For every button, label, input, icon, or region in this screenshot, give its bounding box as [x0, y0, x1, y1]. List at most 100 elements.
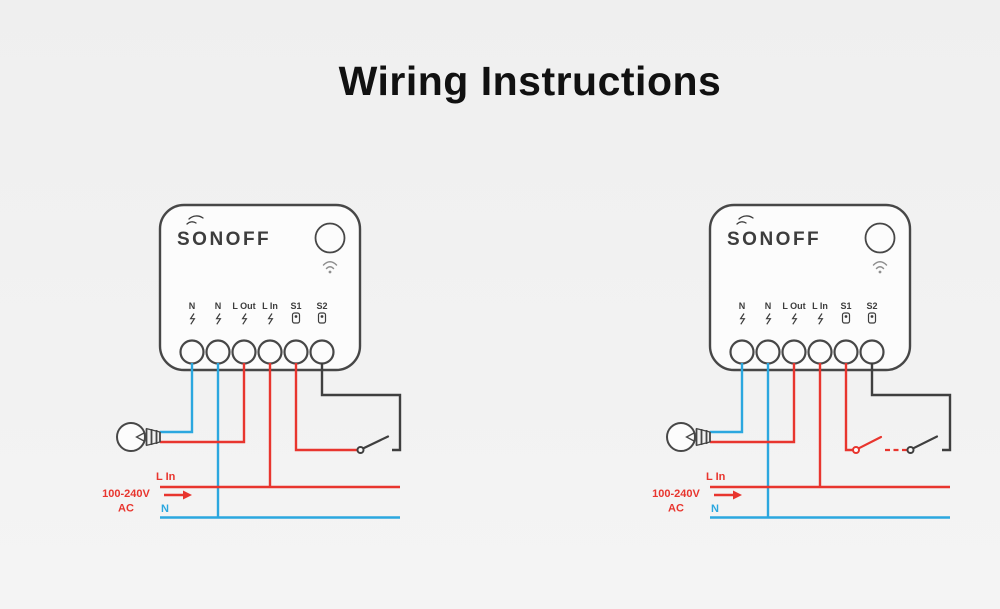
wall-switch — [356, 435, 390, 454]
bulb-base — [145, 428, 161, 446]
device-body — [158, 203, 362, 372]
light-bulb — [116, 422, 161, 452]
wire-s1-to-switch — [844, 363, 853, 452]
brand-logo: SONOFF — [177, 215, 271, 250]
wire-s1-to-switch — [294, 363, 357, 452]
neutral-label: N — [161, 503, 169, 515]
light-bulb — [666, 422, 711, 452]
dry-contact-dot — [294, 315, 298, 318]
terminal-hole — [309, 339, 335, 365]
logo-wave-icon — [188, 215, 204, 220]
terminal-hole — [257, 339, 283, 365]
logo-wave-icon — [186, 221, 197, 225]
terminal-hole — [729, 339, 755, 365]
terminal-hole — [231, 339, 257, 365]
dry-contact-dot — [320, 315, 324, 318]
terminal-holes — [729, 339, 885, 365]
wire-neutral-to-lamp — [710, 363, 744, 434]
terminal-hole — [833, 339, 859, 365]
dry-contact-icon — [291, 312, 301, 324]
lightning-icon — [739, 313, 746, 325]
dry-contact-icon — [841, 312, 851, 324]
live-line-label: L In — [156, 471, 176, 483]
switch-pivot — [356, 446, 365, 454]
terminal-label-s2: S2 — [316, 301, 327, 311]
wires — [710, 363, 952, 518]
dry-contact-icon — [317, 312, 327, 324]
power-source: L In 100-240V AC N — [102, 471, 400, 519]
dry-contact-icon — [867, 312, 877, 324]
lightning-icon — [791, 313, 798, 325]
terminal-holes — [179, 339, 335, 365]
wire-neutral-to-lamp — [160, 363, 194, 434]
wire-lout-to-lamp — [710, 363, 796, 444]
wall-switch-2 — [906, 435, 939, 454]
bulb-glass — [116, 422, 146, 452]
lightning-icon — [267, 313, 274, 325]
terminal-icons — [739, 312, 877, 325]
power-source: L In 100-240V AC N — [652, 471, 950, 519]
terminal-icons — [189, 312, 327, 325]
current-type-label: AC — [668, 503, 684, 515]
terminal-hole — [807, 339, 833, 365]
terminal-label-n2: N — [215, 301, 222, 311]
dry-contact-dot — [870, 315, 874, 318]
page-title: Wiring Instructions — [338, 58, 722, 104]
terminal-label-n2: N — [765, 301, 772, 311]
brand-text: SONOFF — [727, 229, 821, 250]
wifi-icon — [872, 261, 888, 274]
terminal-hole — [205, 339, 231, 365]
terminal-label-lin: L In — [262, 301, 278, 311]
bulb-base-outline — [695, 427, 711, 447]
lightning-icon — [189, 313, 196, 325]
diagram-right: SONOFF N N L Out L In S1 S2 — [652, 203, 952, 519]
switch-lever — [857, 435, 883, 450]
switch-pivot — [906, 446, 915, 454]
terminal-label-lin: L In — [812, 301, 828, 311]
dry-contact-dot — [844, 315, 848, 318]
terminal-label-n1: N — [739, 301, 746, 311]
terminal-hole — [283, 339, 309, 365]
current-type-label: AC — [118, 503, 134, 515]
device: SONOFF N N L Out L In S1 S2 — [158, 203, 362, 372]
terminal-hole — [755, 339, 781, 365]
lightning-icon — [765, 313, 772, 325]
lightning-icon — [817, 313, 824, 325]
voltage-label: 100-240V — [102, 488, 150, 500]
wires — [160, 363, 402, 518]
terminal-label-s1: S1 — [840, 301, 851, 311]
logo-wave-icon — [736, 221, 747, 225]
switch-lever — [362, 435, 390, 450]
bulb-base-outline — [145, 427, 161, 447]
device-button — [314, 222, 346, 254]
switch-pivot — [852, 446, 860, 454]
wifi-icon — [322, 261, 338, 274]
terminal-label-lout: L Out — [232, 301, 255, 311]
wire-s2-to-switch — [870, 363, 952, 452]
terminal-label-s1: S1 — [290, 301, 301, 311]
bulb-filament — [135, 431, 146, 443]
brand-text: SONOFF — [177, 229, 271, 250]
terminal-hole — [179, 339, 205, 365]
brand-logo: SONOFF — [727, 215, 821, 250]
terminal-hole — [859, 339, 885, 365]
lightning-icon — [241, 313, 248, 325]
wall-switch-1 — [852, 435, 883, 454]
lightning-icon — [215, 313, 222, 325]
terminal-label-lout: L Out — [782, 301, 805, 311]
voltage-label: 100-240V — [652, 488, 700, 500]
diagram-left: SONOFF N N L Out L In S1 S2 — [102, 203, 402, 519]
wire-s2-to-switch — [320, 363, 402, 452]
terminal-label-n1: N — [189, 301, 196, 311]
terminal-hole — [781, 339, 807, 365]
current-arrow-head — [183, 490, 192, 500]
bulb-filament — [685, 431, 696, 443]
switch-lever — [912, 435, 939, 450]
device-button — [864, 222, 896, 254]
live-line-label: L In — [706, 471, 726, 483]
bulb-glass — [666, 422, 696, 452]
terminal-labels: N N L Out L In S1 S2 — [739, 301, 878, 311]
device: SONOFF N N L Out L In S1 S2 — [708, 203, 912, 372]
neutral-label: N — [711, 503, 719, 515]
terminal-labels: N N L Out L In S1 S2 — [189, 301, 328, 311]
